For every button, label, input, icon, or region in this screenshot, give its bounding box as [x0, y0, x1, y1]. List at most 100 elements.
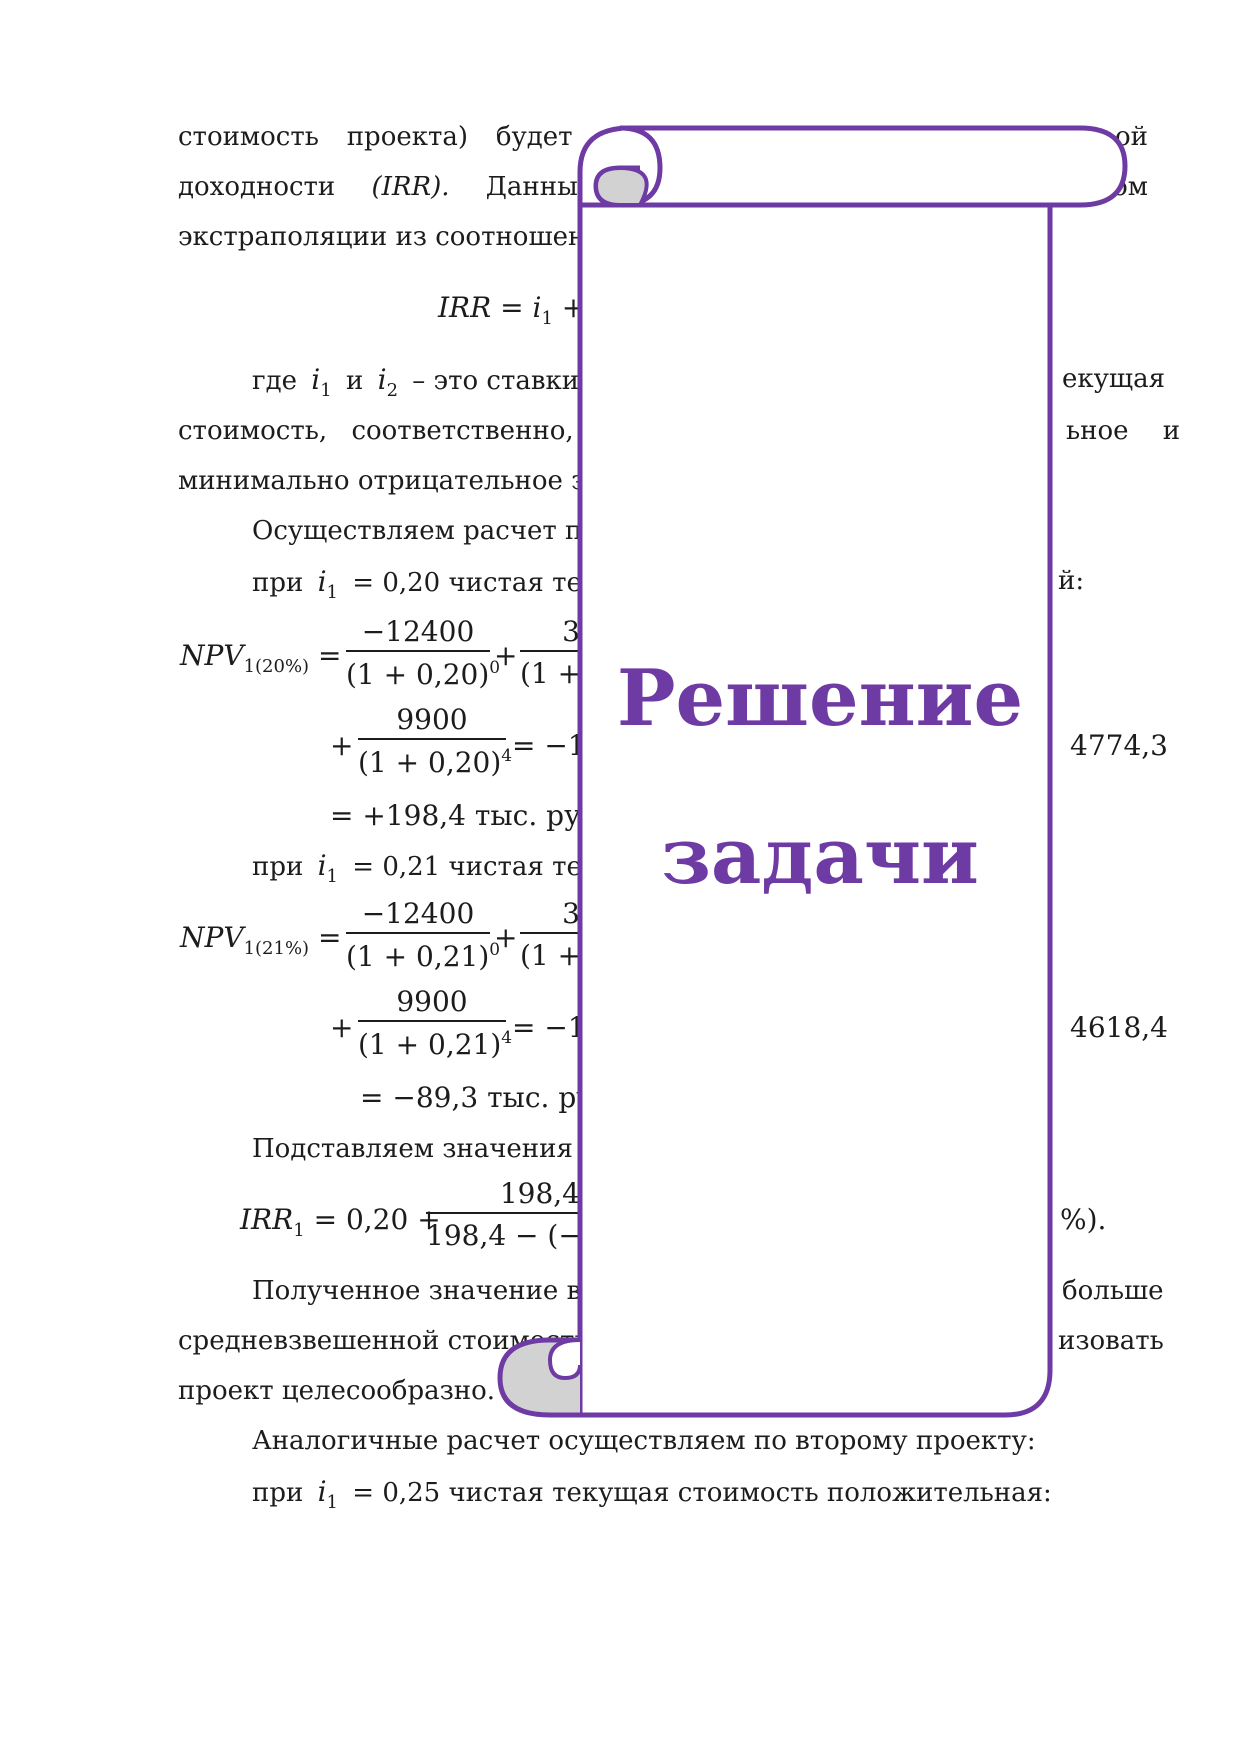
word: где — [252, 366, 298, 396]
text-line: при i1 = 0,21 чистая теку — [252, 852, 613, 886]
text-line: Аналогичные расчет осуществляем по второ… — [252, 1426, 1036, 1456]
formula-text: (1 + 0,21) — [358, 1028, 502, 1061]
word: Данный — [485, 172, 596, 202]
plus-sign: + — [330, 729, 354, 762]
formula-text: (1 + 0,20) — [346, 658, 490, 691]
formula-text: (1 + 0,21) — [346, 940, 490, 973]
subscript: 1 — [326, 866, 338, 887]
text-line: изовать — [1058, 1326, 1164, 1356]
text-line: Осуществляем расчет по п — [252, 516, 624, 546]
subscript: 1 — [320, 380, 332, 401]
fraction-bar — [358, 1020, 506, 1022]
word: при — [252, 568, 304, 598]
formula-text: = −1 — [512, 729, 586, 762]
subscript: 1(21%) — [243, 938, 310, 959]
npv-21-result: = −89,3 тыс. руб. — [360, 1081, 619, 1114]
subscript: 1 — [541, 308, 553, 329]
word: стоимость, — [178, 416, 328, 446]
fraction-numerator: −12400 — [361, 615, 475, 648]
formula-text: NPV — [180, 921, 244, 954]
irr1-formula: IRR1 = 0,20 + — [240, 1206, 441, 1240]
fraction-bar — [520, 932, 580, 934]
fraction-denominator: (1 + — [520, 939, 582, 972]
fraction-bar — [346, 932, 490, 934]
fraction-bar — [346, 650, 490, 652]
fraction-bar — [426, 1212, 580, 1214]
text-line: больше — [1062, 1276, 1164, 1306]
math-var: i — [317, 849, 327, 882]
word: стоимость — [178, 122, 319, 152]
plus-sign: + — [494, 921, 518, 954]
formula-text: (1 + 0,20) — [358, 746, 502, 779]
scroll-top-roll — [577, 125, 1128, 208]
text-line: й: — [1058, 566, 1085, 596]
word: соответственно, — [351, 416, 574, 446]
subscript: 1 — [326, 1492, 338, 1513]
subscript: 1 — [326, 582, 338, 603]
fraction-numerator: 3 — [562, 897, 580, 930]
formula-text: = −1 — [512, 1011, 586, 1044]
text-line: при i1 = 0,25 чистая текущая стоимость п… — [252, 1478, 1052, 1512]
npv-20-label: NPV1(20%) = — [180, 639, 342, 677]
word: доходности — [178, 172, 336, 202]
formula-text: %). — [1060, 1203, 1107, 1236]
text-line: екущая — [1062, 364, 1166, 394]
fraction-numerator: 3 — [562, 615, 580, 648]
plus-sign: + — [494, 639, 518, 672]
word: будет — [495, 122, 573, 152]
word: = 0,25 чистая текущая стоимость положите… — [352, 1478, 1052, 1508]
text-line: Подставляем значения в ф — [252, 1134, 625, 1164]
fraction-numerator: 9900 — [396, 985, 468, 1018]
npv-21-label: NPV1(21%) = — [180, 921, 342, 959]
math-var: i — [317, 1475, 327, 1508]
word: и — [1162, 416, 1181, 446]
fraction-bar — [358, 738, 506, 740]
fraction-numerator: 198,4 — [499, 1177, 580, 1210]
formula-text: IRR = i — [438, 291, 542, 324]
word: проекта) — [346, 122, 469, 152]
fraction-denominator: (1 + — [520, 657, 582, 690]
scroll-bottom-curl-inner — [547, 1338, 582, 1381]
subscript: 1(20%) — [243, 656, 310, 677]
math-var: i — [317, 565, 327, 598]
word: при — [252, 1478, 304, 1508]
formula-text: 4774,3 — [1070, 729, 1168, 762]
superscript: 0 — [489, 658, 501, 678]
scroll-top-curl-shade — [593, 165, 649, 207]
word: ьное — [1066, 416, 1129, 446]
word: = 0,21 чистая теку — [352, 852, 614, 882]
plus-sign: + — [330, 1011, 354, 1044]
formula-text: IRR — [240, 1203, 294, 1236]
formula-text: 4618,4 — [1070, 1011, 1168, 1044]
text-line: при i1 = 0,20 чистая теку — [252, 568, 613, 602]
text-line: минимально отрицательное знач — [178, 466, 636, 496]
fraction-denominator: (1 + 0,21)0 — [346, 940, 500, 973]
text-line: экстраполяции из соотношения: — [178, 222, 628, 252]
word: = 0,20 чистая теку — [352, 568, 614, 598]
text-line: ьное и — [1066, 418, 1180, 444]
overlay-title-line2: задачи — [661, 811, 979, 902]
math-var: i — [311, 363, 321, 396]
formula-text: = 0,20 + — [304, 1203, 441, 1236]
fraction-bar — [520, 650, 580, 652]
scroll-body — [577, 202, 1053, 1418]
fraction-denominator: (1 + 0,20)0 — [346, 658, 500, 691]
superscript: 4 — [501, 1028, 513, 1048]
superscript: 4 — [501, 746, 513, 766]
subscript: 2 — [386, 380, 399, 401]
fraction-numerator: 9900 — [396, 703, 468, 736]
word: (IRR). — [371, 172, 450, 202]
fraction-denominator: (1 + 0,20)4 — [358, 746, 512, 779]
word: и — [345, 366, 364, 396]
formula-text: NPV — [180, 639, 244, 672]
subscript: 1 — [293, 1220, 305, 1241]
superscript: 0 — [489, 940, 501, 960]
fraction-denominator: 198,4 − (−8 — [426, 1219, 600, 1252]
fraction-denominator: (1 + 0,21)4 — [358, 1028, 512, 1061]
text-line: Полученное значение вну — [252, 1276, 614, 1306]
npv-20-result: = +198,4 тыс. руб. — [330, 799, 607, 832]
math-var: i — [377, 363, 387, 396]
overlay-title-line1: Решение — [616, 653, 1024, 744]
